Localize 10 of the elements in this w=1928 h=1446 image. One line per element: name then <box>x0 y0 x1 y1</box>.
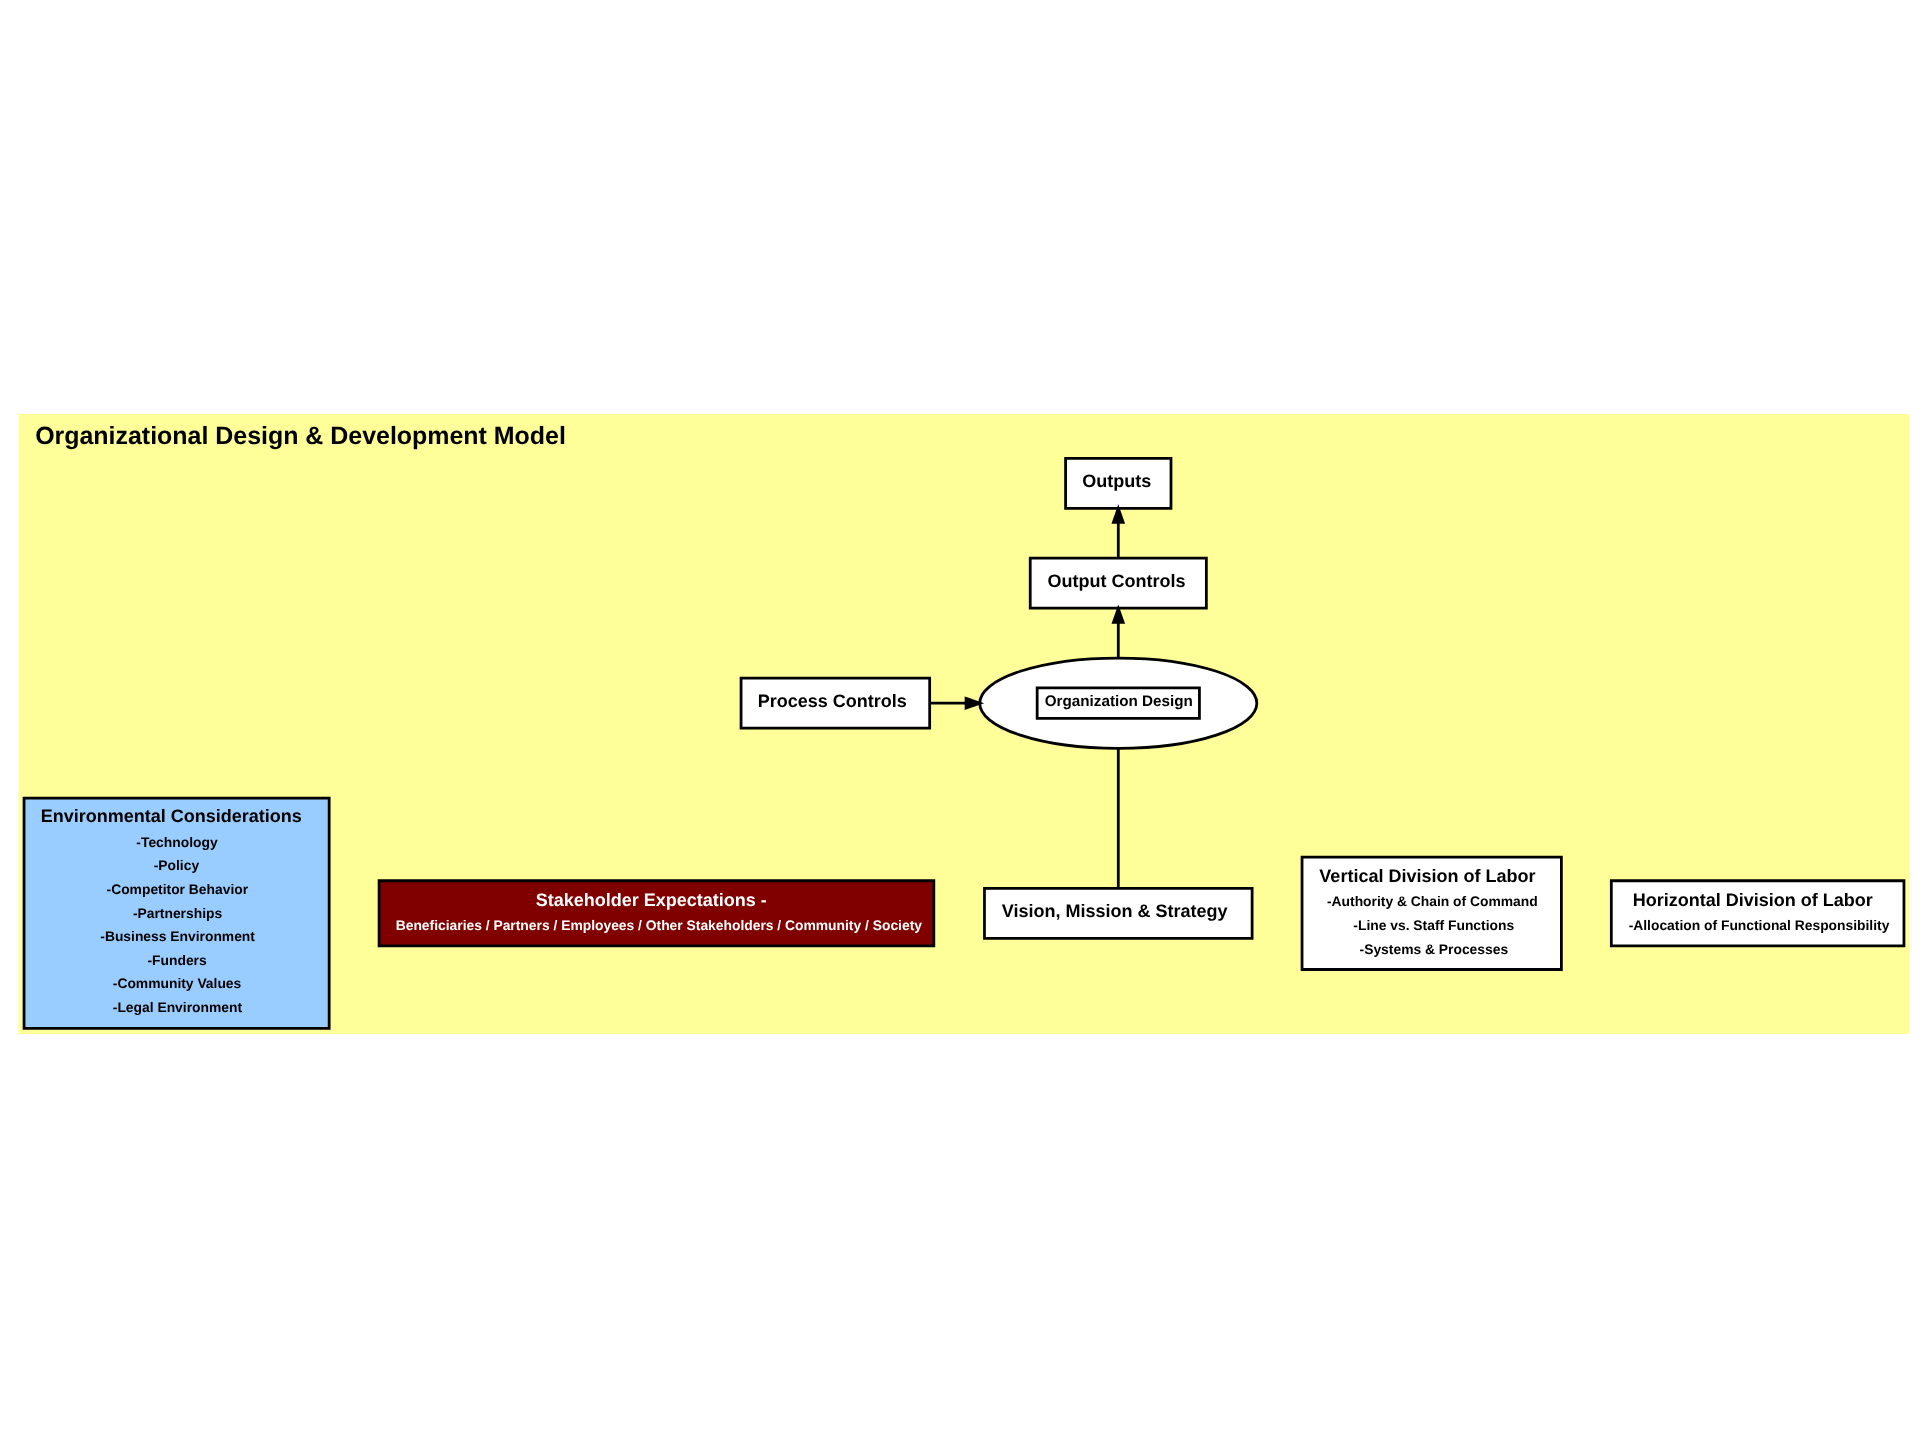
node-ellipse: Organization Design <box>978 655 1259 749</box>
arrow <box>1111 503 1126 557</box>
arrow <box>929 695 985 709</box>
node-box: Vision, Mission & Strategy <box>983 886 1254 939</box>
node-box: Outputs <box>1064 456 1173 509</box>
node-box: Process Controls <box>739 675 932 729</box>
arrow <box>1111 603 1126 657</box>
connector <box>1116 747 1120 888</box>
diagram-title: Organizational Design & Development Model <box>35 420 566 449</box>
node-box: Output Controls <box>1028 555 1208 609</box>
